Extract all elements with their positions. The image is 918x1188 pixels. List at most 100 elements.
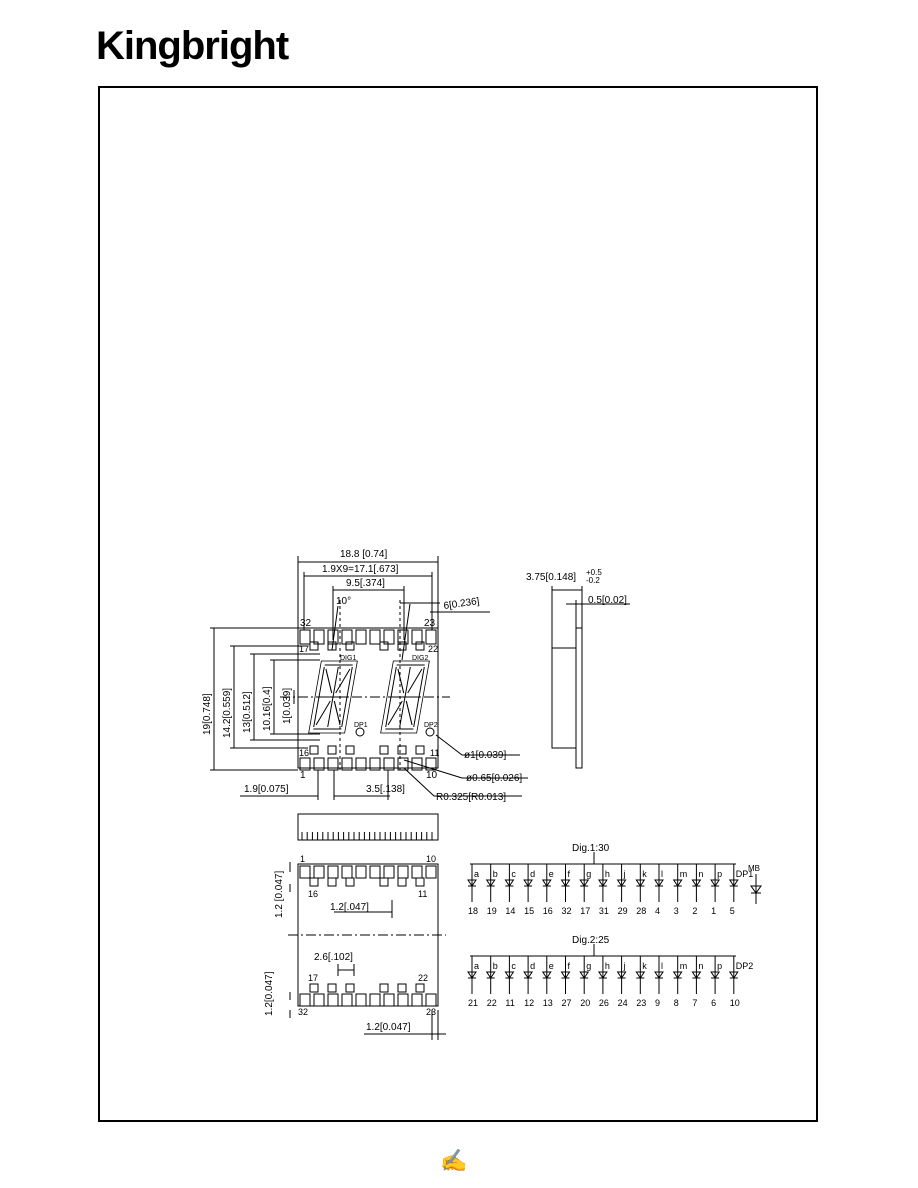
pin-number: 15 — [524, 906, 534, 916]
pad — [379, 745, 389, 755]
pin-number: 13 — [543, 998, 553, 1008]
pin-number: 26 — [599, 998, 609, 1008]
pin — [411, 757, 423, 771]
segment-label: l — [661, 961, 663, 971]
pin — [313, 629, 325, 645]
pin-number: 4 — [655, 906, 660, 916]
pin — [369, 629, 381, 645]
pin-number: 24 — [618, 998, 628, 1008]
label-slant: 10° — [336, 596, 351, 607]
segment-label: d — [530, 961, 535, 971]
pin — [299, 865, 311, 879]
pin — [327, 993, 339, 1007]
diode-symbol — [728, 971, 739, 979]
circuit-dig1-title: Dig.1:30 — [572, 843, 610, 854]
pin — [313, 993, 325, 1007]
label-height-19: 19[0.748] — [202, 693, 213, 735]
bv-pin-23: 23 — [426, 1007, 436, 1017]
side-view — [551, 586, 630, 769]
pin-number: 5 — [730, 906, 735, 916]
label-dp2: DP2 — [424, 722, 438, 729]
pin — [383, 629, 395, 645]
label-hole-1: ø1[0.039] — [464, 750, 506, 761]
label-side-tol-plus: +0.5 — [586, 568, 602, 577]
label-pin-16: 16 — [299, 748, 309, 758]
pin — [313, 757, 325, 771]
pin-number: 6 — [711, 998, 716, 1008]
pin-number: 7 — [692, 998, 697, 1008]
pin — [355, 865, 367, 879]
pad — [415, 983, 425, 993]
pad — [397, 641, 407, 651]
segment-label: a — [474, 869, 479, 879]
label-overall-width: 18.8 [0.74] — [340, 549, 387, 560]
bv-pad-12v2: 1.2[0.047] — [264, 971, 275, 1016]
pin — [425, 757, 437, 771]
pin — [369, 757, 381, 771]
label-pin-17: 17 — [299, 644, 309, 654]
pad — [309, 983, 319, 993]
diode-symbol — [635, 971, 646, 979]
diode-symbol — [485, 879, 496, 887]
bv-pad-12a: 1.2[.047] — [330, 902, 369, 913]
label-pin-10: 10 — [426, 770, 438, 781]
pin-number: 22 — [487, 998, 497, 1008]
segment-label: g — [586, 961, 591, 971]
pin — [383, 757, 395, 771]
pin-number: 32 — [562, 906, 572, 916]
bv-pin-16: 16 — [308, 889, 318, 899]
circuit-mb-label: MB — [748, 864, 760, 873]
diode-symbol — [579, 879, 590, 887]
diode-symbol — [616, 879, 627, 887]
diode-symbol — [541, 971, 552, 979]
pad — [379, 641, 389, 651]
diode-symbol — [672, 879, 683, 887]
segment-label: c — [511, 961, 516, 971]
pad — [415, 877, 425, 887]
pad — [397, 877, 407, 887]
pin — [299, 993, 311, 1007]
bv-pin-11: 11 — [418, 889, 427, 899]
circuit-diagram — [467, 852, 762, 994]
bv-pin-17: 17 — [308, 973, 318, 983]
label-side-tol-minus: -0.2 — [586, 576, 600, 585]
label-height-13: 13[0.512] — [242, 691, 253, 733]
pad — [309, 745, 319, 755]
segment-label: e — [549, 961, 554, 971]
pin — [355, 757, 367, 771]
top-pin-row — [299, 629, 437, 645]
pin-number: 8 — [674, 998, 679, 1008]
pad — [415, 745, 425, 755]
diode-symbol — [597, 971, 608, 979]
bv-pin-22: 22 — [418, 973, 428, 983]
bottom-view — [288, 813, 446, 1040]
pin — [327, 757, 339, 771]
top-view — [210, 556, 528, 800]
pad — [345, 877, 355, 887]
diode-symbol — [560, 971, 571, 979]
pad — [379, 877, 389, 887]
diode-symbol — [728, 879, 739, 887]
pin-number: 31 — [599, 906, 609, 916]
pad — [397, 983, 407, 993]
pin — [425, 865, 437, 879]
label-pin-1: 1 — [300, 770, 306, 781]
label-pin-22: 22 — [428, 644, 438, 654]
pin — [411, 993, 423, 1007]
pin-number: 28 — [636, 906, 646, 916]
label-digit-pitch: 9.5[.374] — [346, 578, 385, 589]
pin-number: 21 — [468, 998, 478, 1008]
bv-pin-32: 32 — [298, 1007, 308, 1017]
bv-pin-1: 1 — [300, 854, 305, 864]
pad — [345, 745, 355, 755]
pin — [355, 629, 367, 645]
pin-number: 18 — [468, 906, 478, 916]
diode-symbol — [597, 879, 608, 887]
pad — [345, 641, 355, 651]
label-hole-065: ø0.65[0.026] — [466, 773, 522, 784]
segment-label: n — [698, 869, 703, 879]
pin — [313, 865, 325, 879]
label-dig2: DIG2 — [412, 655, 428, 662]
side-body — [551, 647, 577, 749]
